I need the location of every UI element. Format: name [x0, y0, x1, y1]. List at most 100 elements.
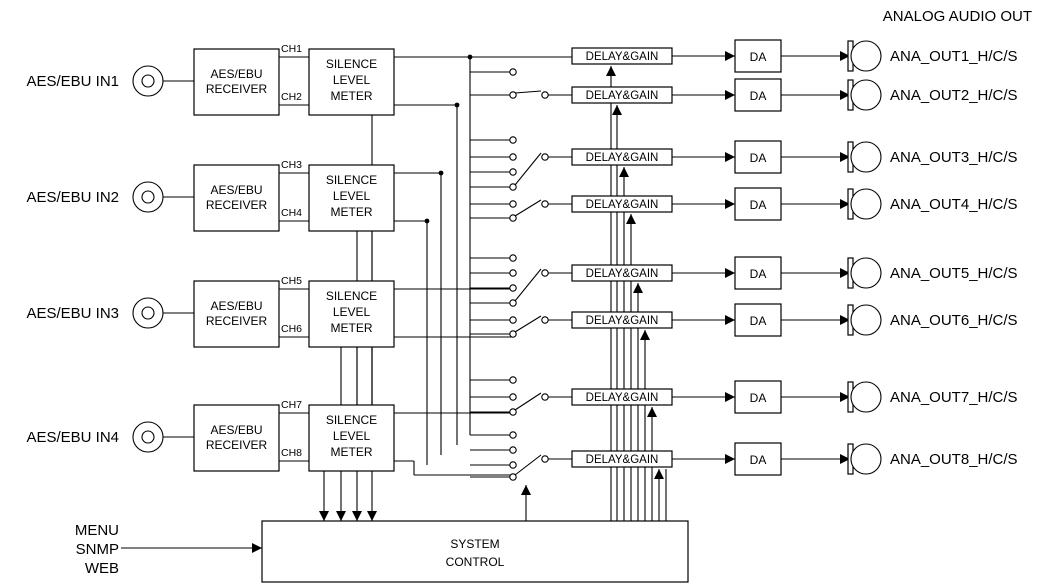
- meter-label: SILENCE: [326, 57, 377, 71]
- xlr-connector-icon: [850, 304, 882, 336]
- aes-ebu-receiver: [193, 404, 280, 472]
- system-control-label: CONTROL: [446, 555, 505, 569]
- xlr-connector-icon: [850, 79, 882, 111]
- channel-label: CH4: [281, 207, 302, 219]
- analog-audio-out-title: ANALOG AUDIO OUT: [883, 8, 1032, 25]
- channel-label: CH1: [281, 43, 302, 55]
- input-label: AES/EBU IN1: [26, 73, 119, 90]
- xlr-connector-icon: [850, 141, 882, 173]
- silence-level-meter: [308, 280, 395, 348]
- delay-gain-block: [571, 47, 673, 65]
- da-label: DA: [750, 314, 767, 328]
- switch-contact: [541, 200, 549, 208]
- da-label: DA: [750, 198, 767, 212]
- output-label: ANA_OUT2_H/C/S: [890, 87, 1018, 104]
- output-label: ANA_OUT4_H/C/S: [890, 196, 1018, 213]
- delay-gain-block: [571, 388, 673, 406]
- channel-label: CH3: [281, 159, 302, 171]
- switch-contact: [509, 431, 517, 439]
- receiver-label: RECEIVER: [206, 82, 268, 96]
- channel-label: CH2: [281, 91, 302, 103]
- delay-gain-block: [571, 148, 673, 166]
- da-label: DA: [750, 151, 767, 165]
- bnc-connector-pin: [141, 74, 155, 88]
- channel-label: CH6: [281, 323, 302, 335]
- xlr-connector-icon: [850, 257, 882, 289]
- delay-gain-block: [571, 450, 673, 468]
- receiver-label: RECEIVER: [206, 314, 268, 328]
- silence-level-meter: [308, 48, 395, 116]
- meter-label: LEVEL: [333, 189, 371, 203]
- web-label: WEB: [85, 560, 119, 577]
- menu-label: MENU: [75, 522, 119, 539]
- da-label: DA: [750, 267, 767, 281]
- receiver-label: AES/EBU: [210, 183, 262, 197]
- switch-blade: [514, 90, 542, 94]
- switch-blade: [514, 152, 542, 186]
- aes-ebu-receiver: [193, 164, 280, 232]
- delay-gain-block: [571, 311, 673, 329]
- bnc-connector-pin: [141, 190, 155, 204]
- da-block: [734, 39, 782, 73]
- switch-blade: [514, 268, 542, 302]
- bnc-connector-pin: [141, 306, 155, 320]
- aes-ebu-receiver: [193, 280, 280, 348]
- da-block: [734, 256, 782, 290]
- delay-gain-label: DELAY&GAIN: [586, 199, 659, 211]
- output-label: ANA_OUT6_H/C/S: [890, 312, 1018, 329]
- da-label: DA: [750, 391, 767, 405]
- switch-contact: [509, 168, 517, 176]
- meter-label: METER: [331, 321, 373, 335]
- meter-label: LEVEL: [333, 73, 371, 87]
- delay-gain-label: DELAY&GAIN: [586, 454, 659, 466]
- switch-blade: [514, 199, 542, 217]
- receiver-label: RECEIVER: [206, 438, 268, 452]
- silence-level-meter: [308, 404, 395, 472]
- switch-contact: [509, 153, 517, 161]
- da-block: [734, 303, 782, 337]
- snmp-label: SNMP: [76, 541, 119, 558]
- switch-contact: [509, 254, 517, 262]
- meter-label: METER: [331, 205, 373, 219]
- switch-contact: [541, 91, 549, 99]
- switch-contact: [509, 136, 517, 144]
- output-label: ANA_OUT8_H/C/S: [890, 451, 1018, 468]
- xlr-connector-icon: [850, 188, 882, 220]
- meter-label: LEVEL: [333, 305, 371, 319]
- delay-gain-block: [571, 264, 673, 282]
- da-label: DA: [750, 453, 767, 467]
- switch-contact: [509, 393, 517, 401]
- delay-gain-label: DELAY&GAIN: [586, 51, 659, 63]
- xlr-connector-icon: [850, 381, 882, 413]
- switch-contact: [541, 316, 549, 324]
- aes-ebu-receiver: [193, 48, 280, 116]
- switch-contact: [541, 153, 549, 161]
- switch-contact: [541, 455, 549, 463]
- switch-blade: [514, 315, 542, 333]
- switch-contact: [541, 269, 549, 277]
- da-block: [734, 140, 782, 174]
- meter-label: LEVEL: [333, 429, 371, 443]
- xlr-connector-icon: [850, 40, 882, 72]
- switch-contact: [541, 393, 549, 401]
- switch-contact: [509, 316, 517, 324]
- delay-gain-label: DELAY&GAIN: [586, 268, 659, 280]
- meter-label: METER: [331, 89, 373, 103]
- switch-blade: [514, 454, 542, 476]
- output-label: ANA_OUT5_H/C/S: [890, 265, 1018, 282]
- input-label: AES/EBU IN2: [26, 189, 119, 206]
- meter-label: METER: [331, 445, 373, 459]
- da-block: [734, 380, 782, 414]
- xlr-connector-icon: [850, 443, 882, 475]
- meter-label: SILENCE: [326, 413, 377, 427]
- input-label: AES/EBU IN4: [26, 429, 119, 446]
- system-control-block: [261, 520, 689, 583]
- delay-gain-label: DELAY&GAIN: [586, 90, 659, 102]
- switch-contact: [509, 461, 517, 469]
- switch-contact: [509, 284, 517, 292]
- receiver-label: AES/EBU: [210, 67, 262, 81]
- channel-label: CH8: [281, 447, 302, 459]
- system-control-label: SYSTEM: [450, 537, 499, 551]
- output-label: ANA_OUT3_H/C/S: [890, 149, 1018, 166]
